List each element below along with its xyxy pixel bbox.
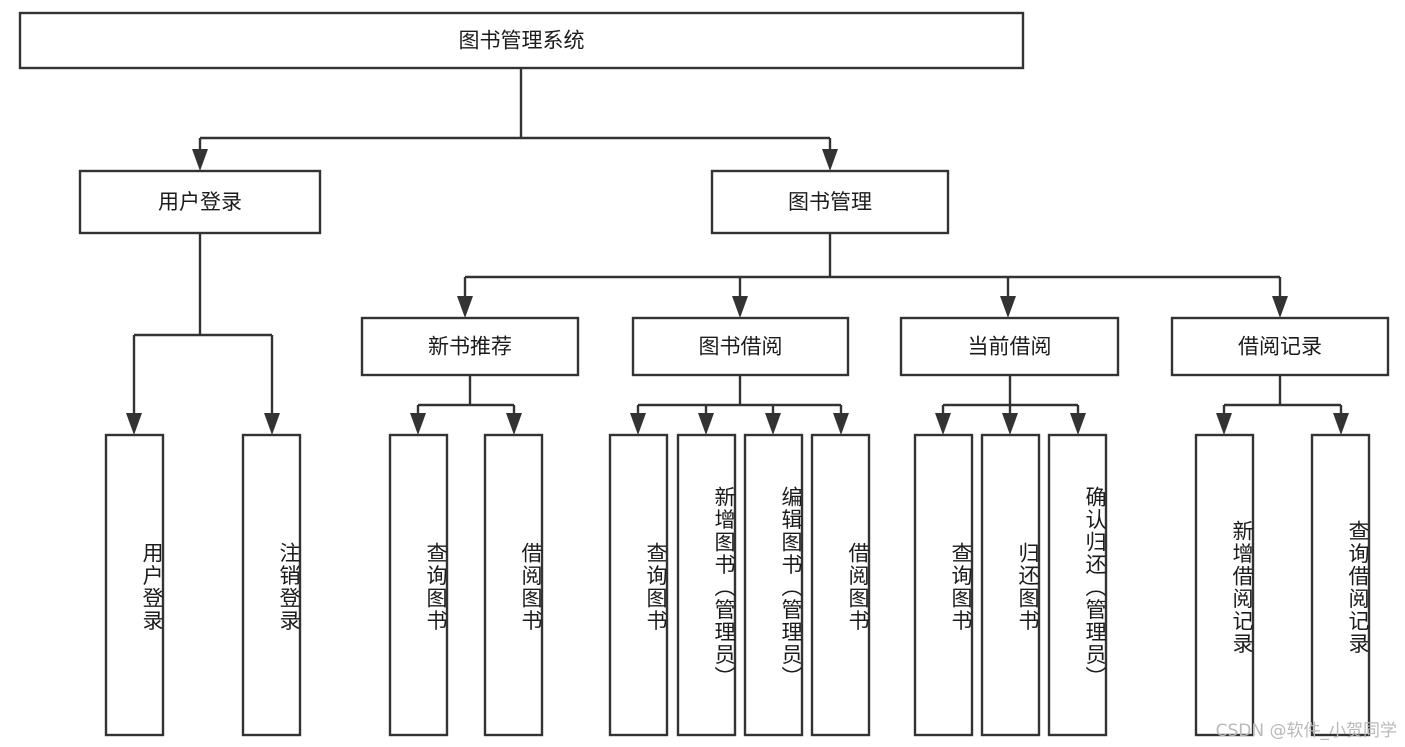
node-box-leaf-user-logout[interactable] [241, 433, 302, 737]
node-box-leaf-query-book-rec[interactable] [388, 433, 449, 737]
arrow-head-c-nb-leaf1 [410, 413, 426, 435]
node-box-user-login[interactable] [78, 169, 322, 235]
node-box-new-book-rec[interactable] [360, 316, 580, 377]
arrow-head-c-ul-leaf2 [264, 413, 280, 435]
node-box-leaf-confirm-return[interactable] [1047, 433, 1108, 737]
arrow-head-c-bb-leaf1 [630, 413, 646, 435]
node-label-current-borrow: 当前借阅 [968, 335, 1052, 359]
node-box-borrow-record[interactable] [1170, 316, 1390, 377]
arrow-head-c-cb-leaf1 [935, 413, 951, 435]
node-box-leaf-query-book-borrow[interactable] [608, 433, 669, 737]
node-box-leaf-add-record[interactable] [1194, 433, 1255, 737]
node-box-leaf-edit-book[interactable] [743, 433, 804, 737]
node-box-leaf-user-login[interactable] [104, 433, 165, 737]
arrow-head-c-ul-leaf1 [126, 413, 142, 435]
arrow-head-c-cb-leaf2 [1002, 413, 1018, 435]
node-box-leaf-borrow-book[interactable] [810, 433, 871, 737]
arrow-head-c-cb-leaf3 [1070, 413, 1086, 435]
box-layer [18, 11, 1390, 737]
connector-layer [126, 68, 1349, 435]
node-label-new-book-rec: 新书推荐 [428, 335, 512, 359]
node-box-leaf-query-book-cur[interactable] [913, 433, 974, 737]
arrow-head-c-bb-leaf4 [833, 413, 849, 435]
arrow-head-c-bb-leaf3 [765, 413, 781, 435]
csdn-watermark: CSDN @软件_小贺同学 [1215, 721, 1397, 741]
arrow-head-c-root-user-login [192, 149, 208, 171]
node-label-book-borrow: 图书借阅 [699, 335, 783, 359]
arrow-head-c-br-leaf1 [1216, 413, 1232, 435]
node-box-book-borrow[interactable] [631, 316, 850, 377]
arrow-head-c-br-leaf2 [1333, 413, 1349, 435]
arrow-head-c-bb-leaf2 [698, 413, 714, 435]
node-label-root: 图书管理系统 [459, 29, 585, 53]
arrow-head-c-bm-record [1272, 296, 1288, 318]
node-label-borrow-record: 借阅记录 [1238, 335, 1322, 359]
node-box-leaf-add-book[interactable] [676, 433, 737, 737]
arrow-head-c-bm-current [1000, 296, 1016, 318]
node-label-book-manage: 图书管理 [788, 190, 872, 214]
arrow-head-c-bm-book-borrow [732, 296, 748, 318]
node-box-leaf-borrow-book-rec[interactable] [483, 433, 544, 737]
arrow-head-c-nb-leaf2 [506, 413, 522, 435]
node-box-root[interactable] [18, 11, 1025, 70]
node-label-user-login: 用户登录 [158, 190, 242, 214]
node-box-leaf-return-book[interactable] [980, 433, 1041, 737]
node-box-book-manage[interactable] [710, 169, 950, 235]
node-box-leaf-query-record[interactable] [1310, 433, 1371, 737]
arrow-head-c-bm-new-book [457, 296, 473, 318]
node-box-current-borrow[interactable] [899, 316, 1120, 377]
arrow-head-c-root-book-manage [822, 149, 838, 171]
